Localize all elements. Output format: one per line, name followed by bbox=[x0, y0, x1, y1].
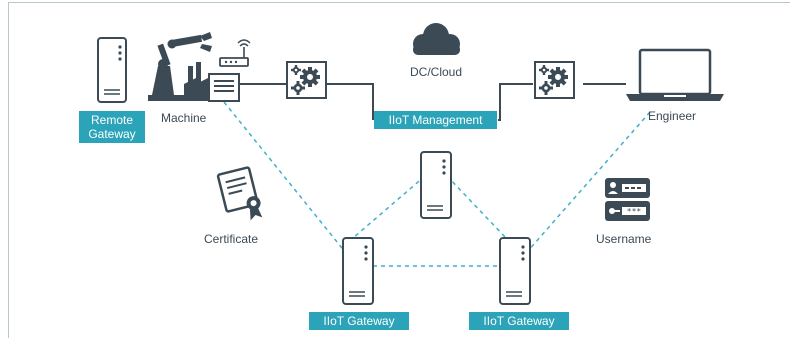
remote-gateway-server-icon bbox=[97, 37, 127, 103]
gears-icon bbox=[534, 61, 575, 99]
factory-icon bbox=[184, 62, 240, 102]
link-center-to-left-gateway bbox=[352, 175, 426, 239]
credentials-icon: *** bbox=[605, 178, 650, 221]
link-gears-to-management bbox=[326, 83, 374, 120]
engineer-label: Engineer bbox=[648, 109, 697, 123]
right-gateway-server-icon bbox=[499, 237, 531, 305]
iiot-gateway-right-label: IIoT Gateway bbox=[469, 312, 569, 330]
cloud-label: DC/Cloud bbox=[410, 65, 463, 79]
link-machine-to-left-gateway bbox=[223, 101, 351, 259]
svg-text:***: *** bbox=[627, 207, 642, 216]
iiot-gateway-left-label: IIoT Gateway bbox=[309, 312, 409, 330]
certificate-label: Certificate bbox=[204, 232, 259, 246]
robot-arm-icon bbox=[148, 32, 212, 101]
frame-border-top bbox=[8, 2, 790, 3]
username-label: Username bbox=[596, 232, 652, 246]
certificate-icon bbox=[216, 166, 263, 221]
iiot-management-label: IIoT Management bbox=[374, 111, 497, 129]
left-gateway-server-icon bbox=[342, 237, 374, 305]
remote-gateway-label-line1: Remote bbox=[90, 113, 134, 127]
link-center-to-right-gateway bbox=[446, 175, 507, 239]
gears-icon bbox=[286, 61, 327, 99]
remote-gateway-label-line2: Gateway bbox=[88, 127, 136, 141]
link-engineer-to-right-gateway bbox=[526, 111, 651, 253]
machine-label: Machine bbox=[161, 111, 207, 125]
cloud-icon bbox=[413, 23, 460, 55]
link-management-to-gears bbox=[498, 83, 533, 121]
laptop-icon bbox=[626, 48, 724, 101]
remote-gateway-label: Remote Gateway bbox=[79, 111, 145, 143]
frame-border-left bbox=[8, 2, 9, 338]
router-icon bbox=[219, 39, 251, 67]
center-gateway-server-icon bbox=[420, 151, 452, 219]
